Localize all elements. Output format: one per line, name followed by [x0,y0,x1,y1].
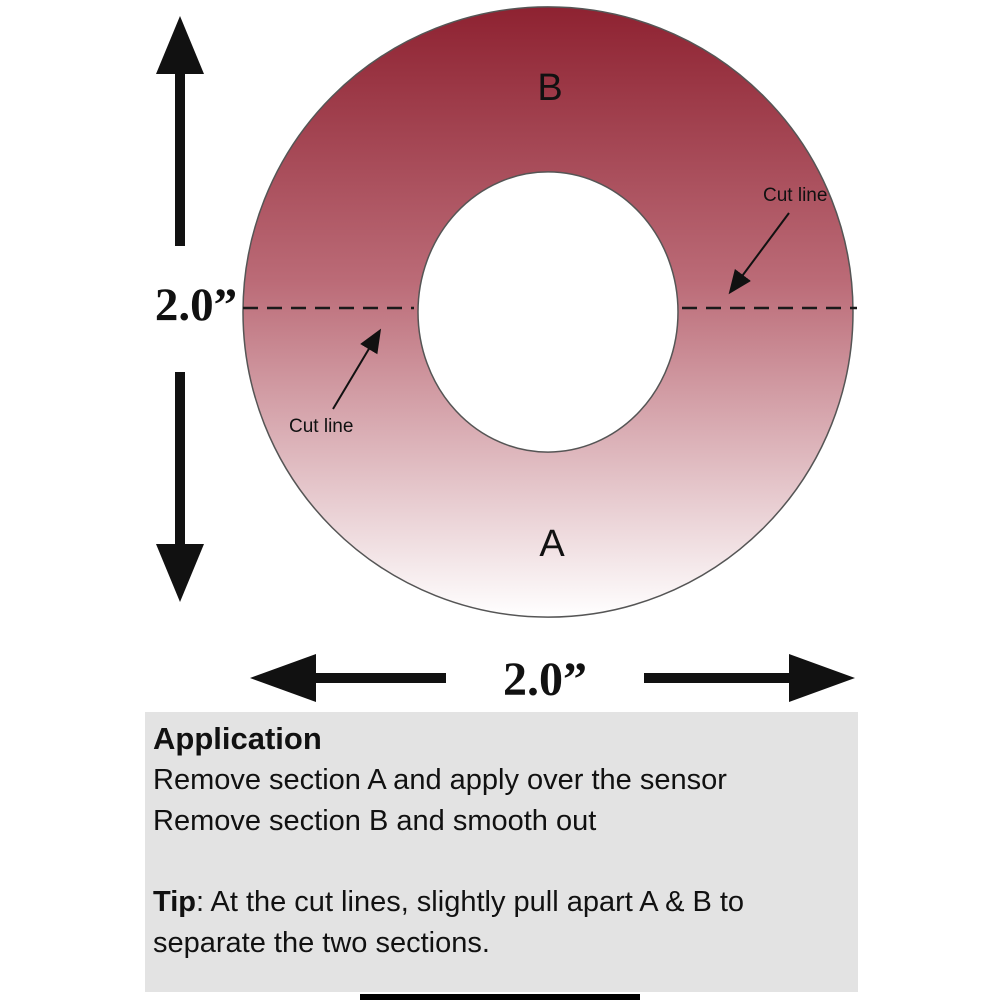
cut-line-bottom-arrow [332,328,382,410]
instructions-spacer [153,842,848,882]
tip-paragraph: Tip: At the cut lines, slightly pull apa… [153,882,841,964]
section-a-label: A [539,523,565,565]
adhesive-patch-shape [242,6,854,618]
bottom-bar [360,994,640,1000]
cut-line-top-label: Cut line [763,185,827,206]
horizontal-dimension-arrow [250,654,855,702]
vertical-dimension-label: 2.0” [155,279,237,331]
instruction-line-1: Remove section A and apply over the sens… [153,764,727,796]
tip-label: Tip [153,886,196,918]
section-b-label: B [537,67,562,109]
instructions-panel: Application Remove section A and apply o… [145,712,858,992]
tip-text: : At the cut lines, slightly pull apart … [153,886,745,959]
cut-line-top-arrow [728,212,790,295]
vertical-dimension-arrow [156,16,204,602]
cut-line-bottom-label: Cut line [289,416,353,437]
patch-diagram: B A Cut line Cut line 2.0” 2.0” [155,6,857,706]
instruction-line-2: Remove section B and smooth out [153,805,597,837]
instructions-title: Application [153,721,322,756]
horizontal-dimension-label: 2.0” [503,653,587,706]
